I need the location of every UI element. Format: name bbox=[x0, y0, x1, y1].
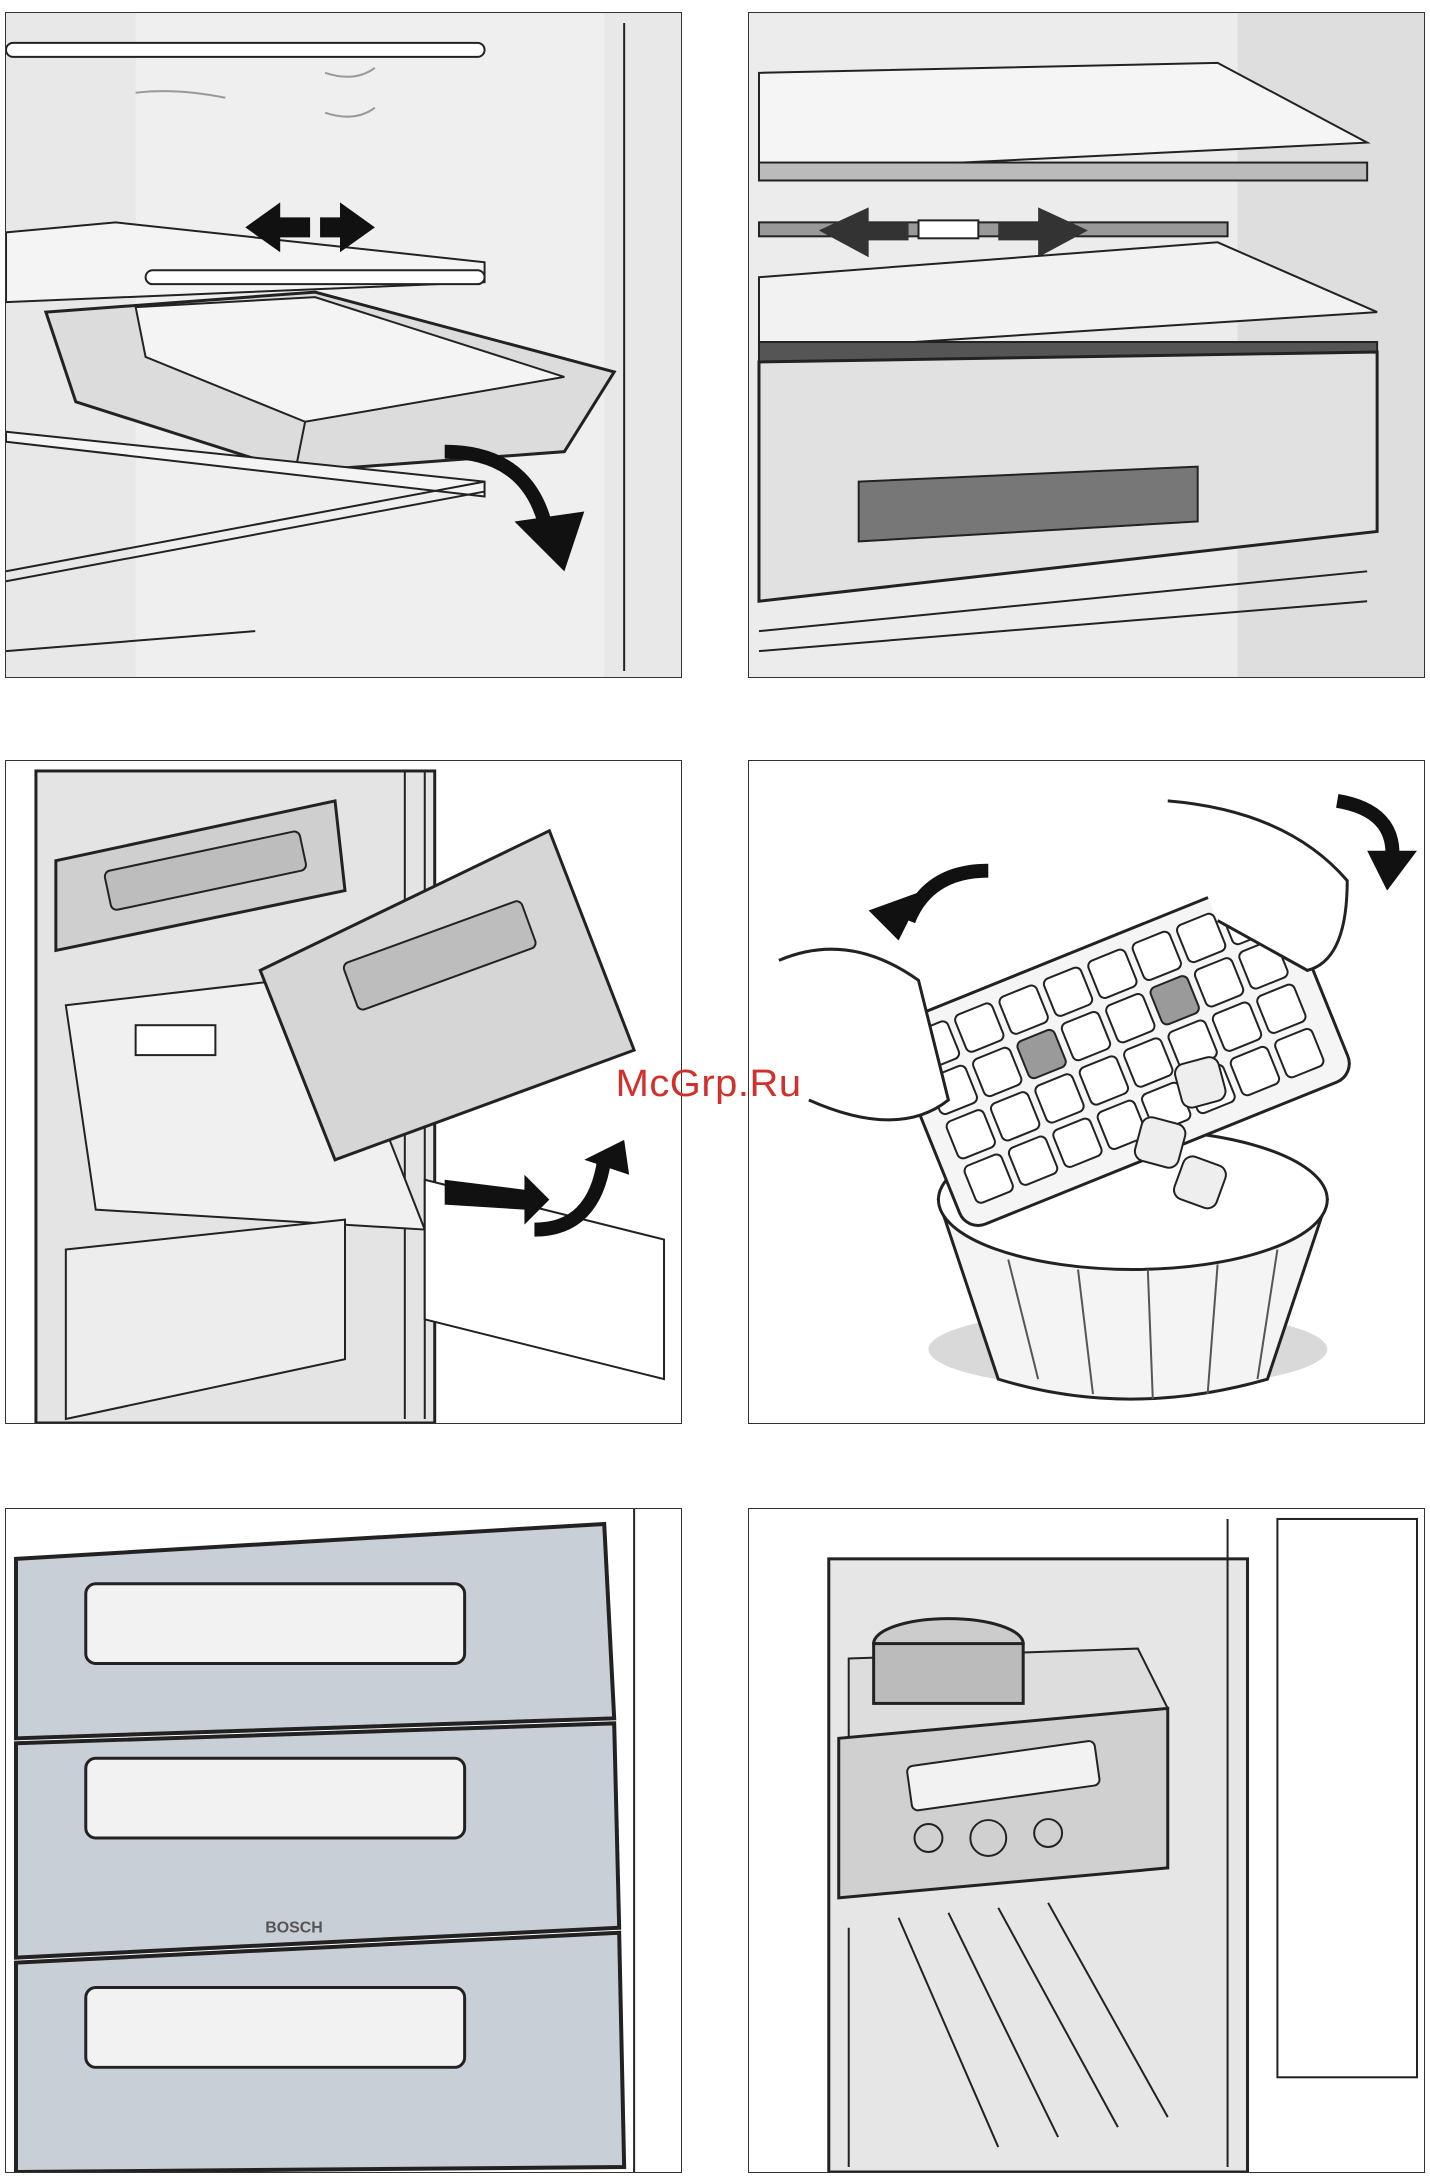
panel-sliding-drawer bbox=[748, 12, 1425, 678]
freezer-drawers-front-illustration: BOSCH bbox=[6, 1509, 681, 2172]
brand-label: BOSCH bbox=[265, 1920, 323, 1937]
sliding-drawer-illustration bbox=[749, 13, 1424, 677]
panel-ice-cube-tray bbox=[748, 760, 1425, 1424]
watermark-text: McGrp.Ru bbox=[616, 1063, 802, 1106]
freezer-compartment-food-illustration bbox=[749, 1509, 1424, 2172]
panel-shelf-drawer bbox=[5, 12, 682, 678]
panel-freezer-drawer-removal bbox=[5, 760, 682, 1424]
panel-freezer-drawers-front: BOSCH bbox=[5, 1508, 682, 2173]
shelf-drawer-illustration bbox=[6, 13, 681, 677]
ice-cube-tray-illustration bbox=[749, 761, 1424, 1423]
freezer-drawer-removal-illustration bbox=[6, 761, 681, 1423]
panel-freezer-compartment-food bbox=[748, 1508, 1425, 2173]
